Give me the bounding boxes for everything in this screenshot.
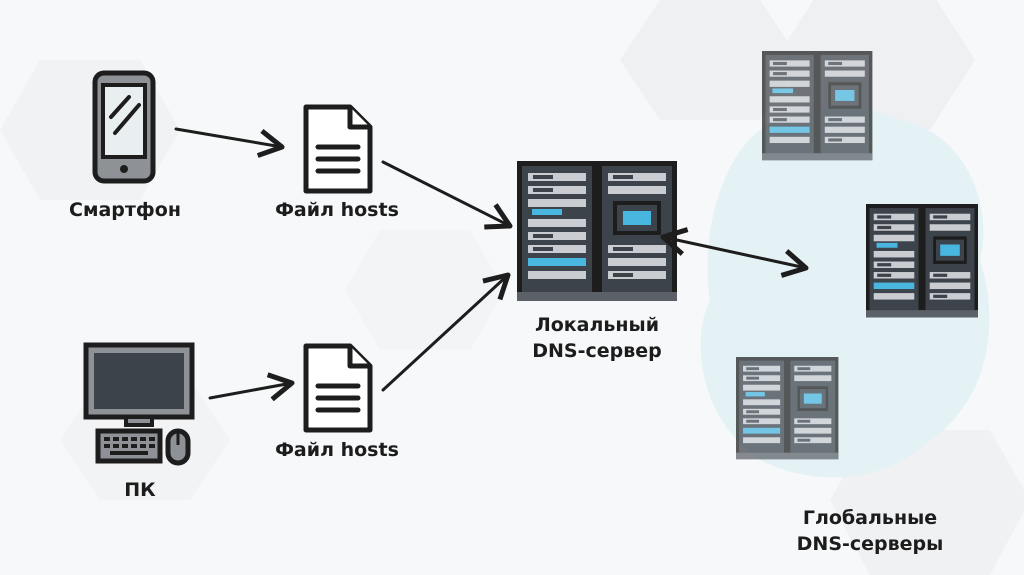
local-dns-server-icon bbox=[517, 161, 677, 301]
local-dns-label: Локальный DNS-сервер bbox=[497, 312, 697, 364]
local-dns-label-line1: Локальный bbox=[534, 314, 660, 336]
hosts-file-bottom-icon bbox=[306, 346, 370, 430]
global-dns-server-2-icon bbox=[866, 204, 978, 318]
pc-label: ПК bbox=[124, 479, 156, 501]
global-dns-label: Глобальные DNS-серверы bbox=[770, 505, 970, 557]
hosts-file-top-label: Файл hosts bbox=[275, 199, 399, 221]
smartphone-label: Смартфон bbox=[69, 199, 181, 221]
global-dns-label-line2: DNS-серверы bbox=[796, 533, 944, 555]
global-dns-label-line1: Глобальные bbox=[802, 507, 938, 529]
local-dns-label-line2: DNS-сервер bbox=[532, 340, 662, 362]
arrow-hosts-to-local-dns-bottom bbox=[381, 272, 511, 392]
global-dns-server-3-icon bbox=[736, 357, 839, 460]
global-dns-server-1-icon bbox=[762, 51, 873, 161]
arrows bbox=[174, 127, 809, 402]
arrow-local-to-global-dns bbox=[660, 227, 809, 278]
desktop-computer-icon bbox=[83, 342, 195, 466]
arrow-hosts-to-local-dns-top bbox=[381, 160, 513, 230]
hosts-file-bottom-label: Файл hosts bbox=[275, 439, 399, 461]
smartphone-icon bbox=[92, 70, 156, 184]
hosts-file-top-icon bbox=[306, 107, 370, 191]
arrow-pc-to-hosts bbox=[208, 372, 295, 402]
arrow-smartphone-to-hosts bbox=[174, 127, 285, 158]
